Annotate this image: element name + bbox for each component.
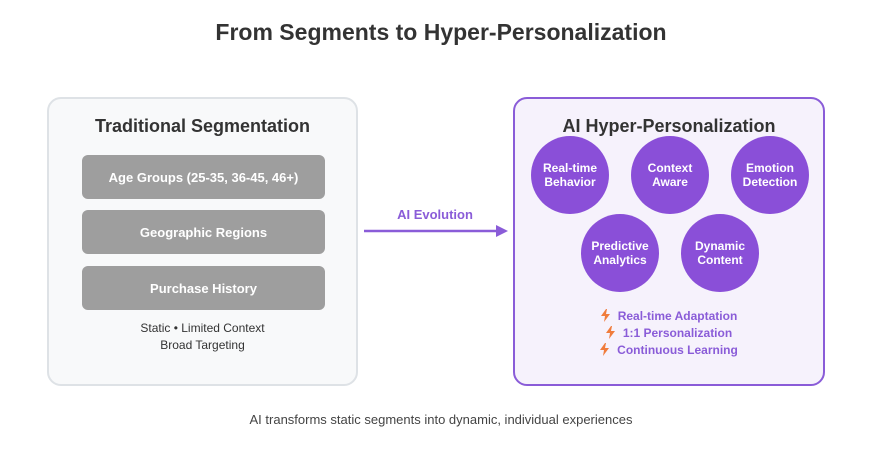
feature-label: Real-time Adaptation [617, 309, 738, 323]
note-static: Static • Limited Context [140, 321, 265, 335]
diagram-title: From Segments to Hyper-Personalization [215, 19, 667, 45]
segment-geographic-regions: Geographic Regions [82, 210, 325, 254]
circle-emotion-detection: Emotion Detection [731, 136, 809, 214]
circle-label: Real-time Behavior [542, 161, 598, 189]
right-panel-title: AI Hyper-Personalization [562, 116, 776, 136]
circle-label: Context Aware [647, 161, 693, 189]
traditional-segmentation-panel: Traditional Segmentation Age Groups (25-… [47, 97, 358, 386]
left-panel-title: Traditional Segmentation [94, 116, 311, 136]
lightning-icon [605, 326, 615, 339]
circle-label: Emotion Detection [742, 161, 798, 189]
circle-label: Dynamic Content [694, 239, 746, 267]
feature-one-to-one-personalization: 1:1 Personalization [515, 326, 823, 340]
note-broad: Broad Targeting [160, 338, 245, 352]
lightning-icon [600, 343, 610, 356]
feature-continuous-learning: Continuous Learning [515, 343, 823, 357]
circle-real-time-behavior: Real-time Behavior [531, 136, 609, 214]
evolution-arrow-icon [364, 225, 508, 237]
lightning-icon [600, 309, 610, 322]
circle-dynamic-content: Dynamic Content [681, 214, 759, 292]
left-panel-notes: Static • Limited Context Broad Targeting [49, 320, 356, 354]
segment-purchase-history: Purchase History [82, 266, 325, 310]
feature-label: Continuous Learning [617, 343, 738, 357]
circle-label: Predictive Analytics [591, 239, 649, 267]
segment-age-groups: Age Groups (25-35, 36-45, 46+) [82, 155, 325, 199]
arrow-label: AI Evolution [397, 207, 473, 222]
feature-label: 1:1 Personalization [622, 326, 733, 340]
circle-predictive-analytics: Predictive Analytics [581, 214, 659, 292]
circle-context-aware: Context Aware [631, 136, 709, 214]
feature-real-time-adaptation: Real-time Adaptation [515, 309, 823, 323]
footer-caption: AI transforms static segments into dynam… [249, 412, 633, 427]
ai-hyper-personalization-panel: AI Hyper-Personalization Real-time Behav… [513, 97, 825, 386]
